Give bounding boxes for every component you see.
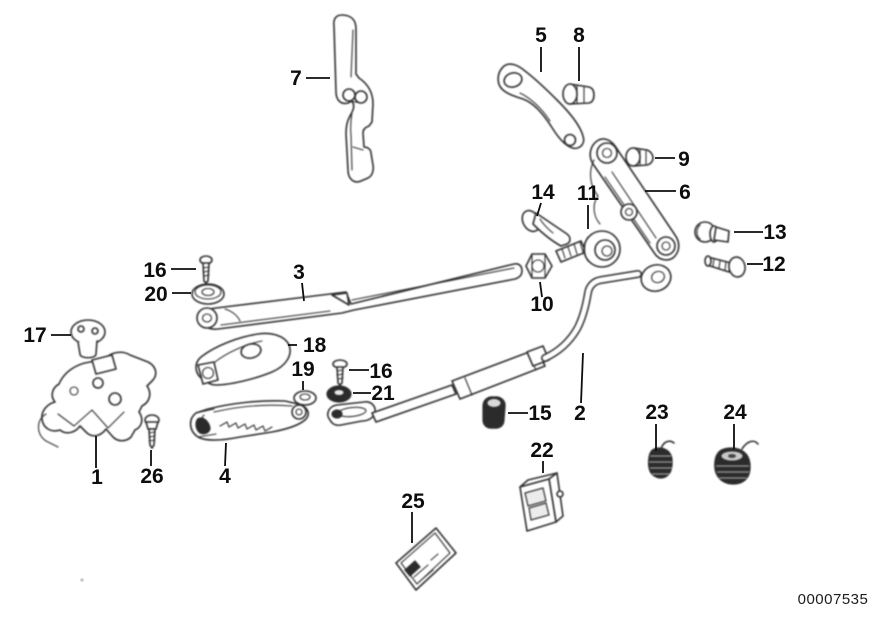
callout-1: 1: [91, 436, 103, 489]
part-26-screw: [144, 414, 160, 449]
part-11-ball-stud: [555, 230, 621, 268]
part-23-spring: [647, 440, 675, 479]
callout-16-upper: 16: [143, 259, 196, 282]
callout-18-label: 18: [303, 334, 327, 357]
callout-5-label: 5: [535, 24, 547, 47]
callout-1-label: 1: [91, 466, 103, 489]
part-3-selector-rod: [196, 263, 523, 330]
part-24-spring: [714, 440, 759, 485]
callout-8: 8: [573, 24, 585, 81]
callout-18: 18: [288, 334, 327, 357]
part-16-screw-lower: [332, 359, 348, 386]
part-17-grommet: [70, 319, 106, 359]
callout-9-label: 9: [678, 148, 690, 171]
speck: [80, 578, 84, 582]
part-14-bolt: [521, 209, 571, 247]
callout-9: 9: [655, 148, 690, 171]
callout-15: 15: [508, 402, 552, 425]
part-16-screw-upper: [199, 255, 213, 284]
callout-23-label: 23: [645, 401, 668, 424]
callout-12-label: 12: [762, 253, 785, 276]
callout-5: 5: [535, 24, 547, 72]
callout-10-label: 10: [530, 293, 553, 316]
part-7-bracket: [333, 14, 375, 183]
callout-22-label: 22: [530, 439, 553, 462]
part-5-link-lever: [497, 63, 585, 150]
callout-12: 12: [747, 253, 786, 276]
callout-21-label: 21: [371, 382, 395, 405]
callout-24: 24: [723, 401, 747, 449]
part-6-selector-lever: [589, 138, 680, 261]
part-8-bolt: [562, 83, 595, 105]
callout-24-label: 24: [723, 401, 747, 424]
part-12-bolt: [704, 255, 746, 278]
callout-3-label: 3: [293, 261, 305, 284]
part-1-housing: [37, 351, 157, 448]
callout-19-label: 19: [291, 358, 314, 381]
callout-19: 19: [291, 358, 315, 390]
callout-23: 23: [645, 401, 669, 451]
callout-20: 20: [144, 283, 191, 306]
callout-16-lower-label: 16: [369, 360, 392, 383]
callout-2: 2: [574, 352, 586, 425]
callout-17-label: 17: [23, 324, 46, 347]
part-25-label-plate: [395, 527, 457, 591]
part-15-bushing: [482, 396, 506, 429]
callout-3: 3: [293, 261, 305, 302]
part-2-shift-rod: [327, 263, 672, 427]
diagram-parts-layer: [37, 14, 759, 591]
callout-25-label: 25: [401, 490, 425, 513]
callout-layer: 7 5 8 9 6 13 12 14: [23, 24, 787, 543]
callout-4-label: 4: [219, 465, 231, 488]
part-22-switch: [519, 472, 564, 532]
callout-7-label: 7: [290, 67, 302, 90]
part-4-lever-arm: [189, 400, 309, 441]
callout-22: 22: [530, 439, 554, 473]
callout-6: 6: [645, 181, 691, 204]
callout-15-label: 15: [528, 402, 552, 425]
part-10-hex-nut: [525, 253, 553, 279]
part-9-plug: [625, 147, 654, 167]
callout-21: 21: [353, 382, 395, 405]
part-21-rubber-washer: [326, 385, 352, 403]
callout-2-label: 2: [574, 402, 586, 425]
callout-6-label: 6: [679, 181, 691, 204]
callout-13: 13: [734, 221, 787, 244]
part-18-lever-plate: [195, 332, 291, 386]
callout-11: 11: [577, 182, 600, 229]
callout-14: 14: [531, 181, 555, 217]
callout-7: 7: [290, 67, 330, 90]
callout-25: 25: [401, 490, 425, 543]
callout-20-label: 20: [144, 283, 167, 306]
callout-16-upper-label: 16: [143, 259, 166, 282]
part-20-washer: [191, 283, 225, 305]
callout-4: 4: [219, 442, 231, 488]
callout-11-label: 11: [577, 182, 600, 205]
callout-17: 17: [23, 324, 71, 347]
doc-number: 00007535: [798, 591, 869, 608]
part-19-washer: [293, 390, 317, 406]
callout-26: 26: [140, 450, 164, 488]
part-13-bolt: [694, 221, 730, 243]
callout-16-lower: 16: [349, 360, 393, 383]
callout-10: 10: [530, 281, 554, 316]
callout-13-label: 13: [763, 221, 786, 244]
callout-26-label: 26: [140, 465, 163, 488]
callout-8-label: 8: [573, 24, 585, 47]
callout-14-label: 14: [531, 181, 555, 204]
